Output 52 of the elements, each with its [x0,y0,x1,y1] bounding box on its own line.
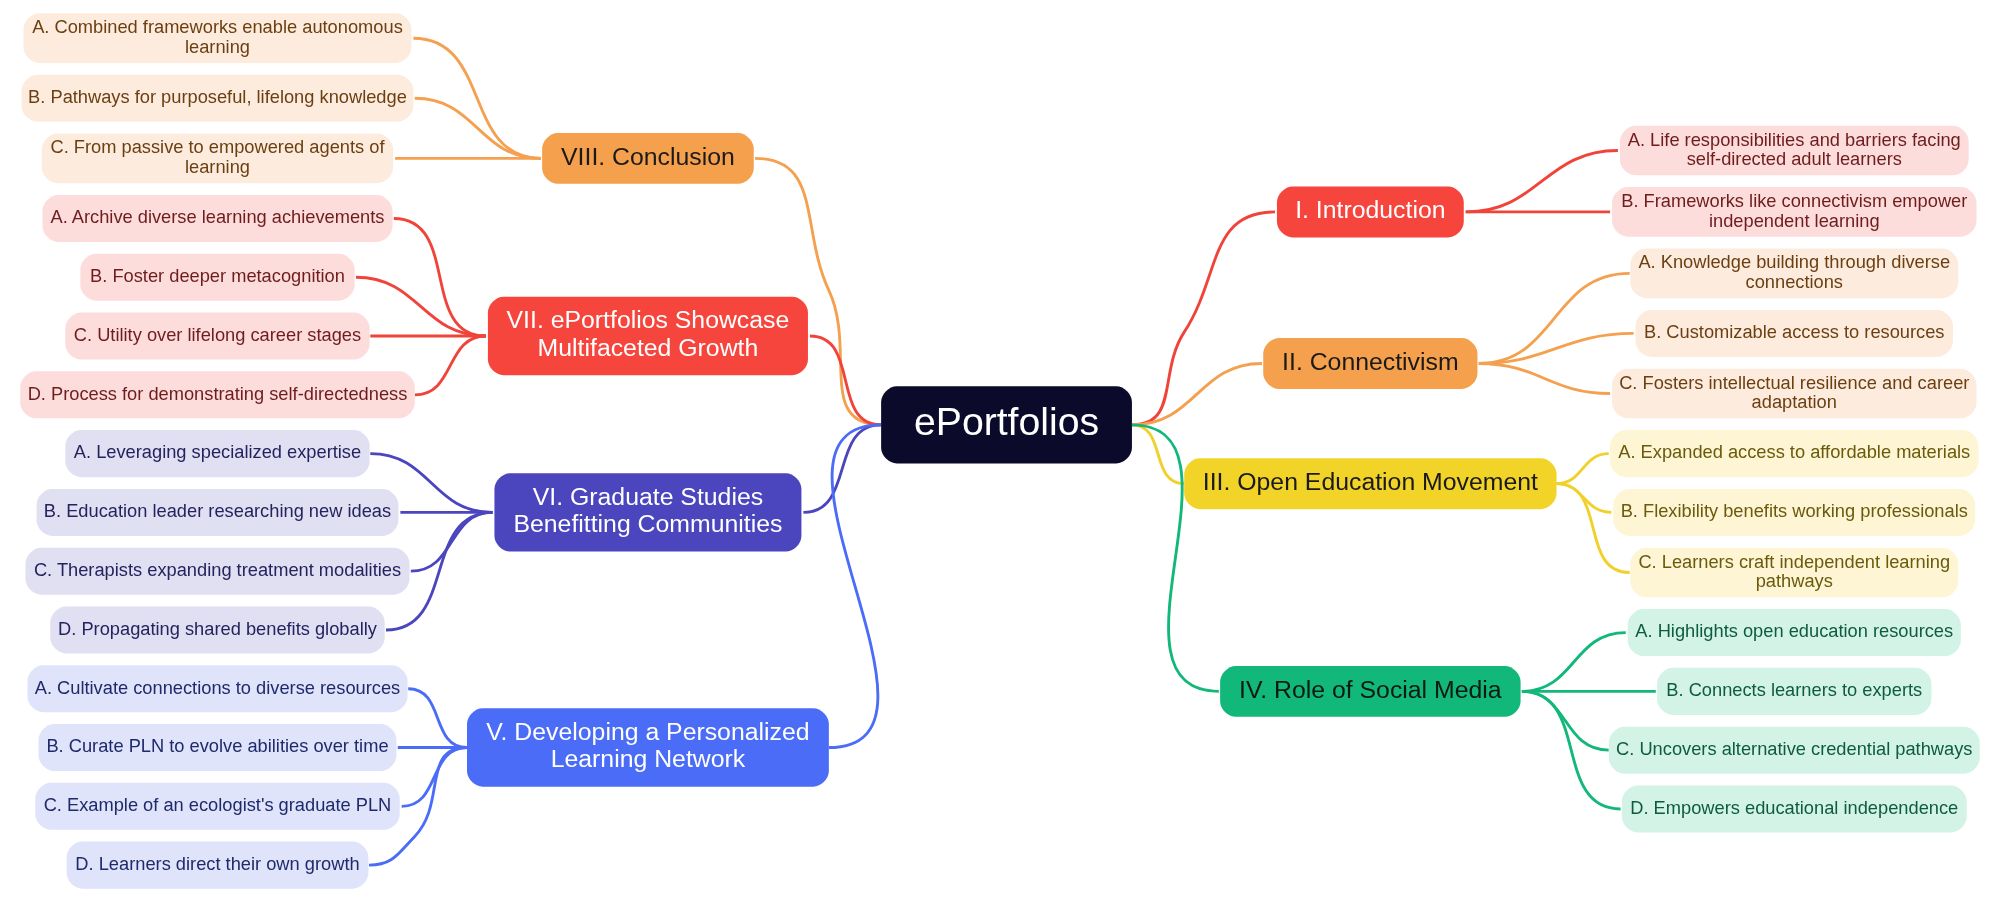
node-box: A. Leveraging specialized expertise [65,430,370,478]
node-box: B. Foster deeper metacognition [80,253,355,301]
node-box: B. Customizable access to resources [1635,309,1953,357]
node-box: A. Knowledge building through diverse connections [1630,248,1959,299]
node-box: III. Open Education Movement [1184,458,1557,510]
node-box: D. Propagating shared benefits globally [50,606,385,654]
node-box: A. Life responsibilities and barriers facing self-directed adult learners [1619,125,1969,176]
node-box: IV. Role of Social Media [1220,665,1521,717]
node-box: B. Pathways for purposeful, lifelong knowledge [21,74,414,122]
node-box: D. Learners direct their own growth [66,841,369,889]
connector [385,511,493,632]
connector [828,423,882,749]
node-box: C. Example of an ecologist's graduate PLN [35,782,400,830]
connector [355,275,487,338]
connector [1521,689,1621,811]
node-box: C. Uncovers alternative credential pathways [1608,726,1980,774]
node-box: D. Empowers educational independence [1621,785,1967,833]
node-box: II. Connectivism [1263,338,1478,389]
connector [1478,362,1611,395]
node-box: C. Therapists expanding treatment modalities [25,547,410,595]
node-box: A. Combined frameworks enable autonomous learning [23,13,412,63]
connector [368,746,468,867]
node-box: C. Learners craft independent learning pathways [1630,547,1959,598]
node-box: B. Curate PLN to evolve abilities over time [38,724,397,772]
node-box: C. From passive to empowered agents of learning [41,133,394,184]
node-box: V. Developing a Personalized Learning Network [467,708,829,787]
connector [1131,423,1220,693]
node-box: B. Flexibility benefits working professionals [1613,488,1976,536]
connector [1465,210,1611,214]
connector [395,156,541,160]
node-box: VII. ePortfolios Showcase Multifaceted Growth [487,296,808,376]
node-box: D. Process for demonstrating self-directedness [20,371,415,419]
node-box: A. Expanded access to affordable materials [1610,430,1979,478]
node-box: C. Utility over lifelong career stages [65,312,370,360]
connector [809,334,882,427]
connector [1465,149,1618,214]
node-box: A. Cultivate connections to diverse resources [27,665,408,713]
node-box: A. Archive diverse learning achievements [42,194,393,242]
connector [1556,482,1630,574]
node-box: B. Connects learners to experts [1657,667,1932,715]
node-box: VI. Graduate Studies Benefitting Communities [494,473,802,552]
connector [1131,362,1263,427]
node-box: A. Highlights open education resources [1627,609,1961,657]
node-box: B. Frameworks like connectivism empower independent learning [1612,187,1977,237]
node-box: C. Fosters intellectual resilience and career adaptation [1612,368,1977,419]
node-box: ePortfolios [881,386,1132,464]
connector [414,334,487,397]
connector [754,156,882,427]
node-box: I. Introduction [1276,186,1464,238]
connector [1131,210,1276,427]
node-box: B. Education leader researching new ideas [36,488,399,536]
node-box: VIII. Conclusion [542,132,754,184]
